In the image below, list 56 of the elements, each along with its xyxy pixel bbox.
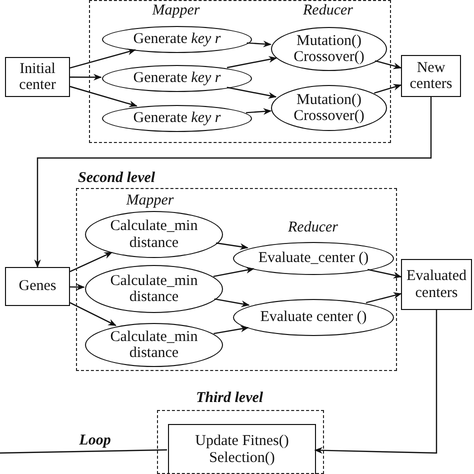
arrow bbox=[70, 284, 85, 290]
process-ellipse bbox=[271, 27, 387, 71]
arrow bbox=[374, 60, 402, 70]
process-ellipse bbox=[102, 105, 252, 132]
process-ellipse bbox=[85, 323, 223, 367]
node-label: Generate key r bbox=[132, 110, 222, 127]
process-ellipse bbox=[102, 65, 252, 92]
process-box bbox=[5, 57, 70, 97]
arrow bbox=[216, 242, 248, 250]
node-label: Calculate_min distance bbox=[109, 218, 199, 251]
edge-label: Loop bbox=[77, 434, 113, 448]
process-ellipse bbox=[233, 242, 394, 275]
node-label: Genes bbox=[18, 278, 58, 295]
arrow bbox=[70, 74, 102, 81]
arrow bbox=[70, 302, 117, 326]
node-label: Evaluate_center () bbox=[257, 250, 370, 267]
arrow bbox=[214, 326, 249, 334]
group-heading: Third level bbox=[196, 391, 264, 406]
process-box bbox=[168, 424, 316, 474]
arrow bbox=[314, 310, 438, 454]
process-box bbox=[401, 55, 461, 97]
node-label: Generate key r bbox=[132, 70, 222, 87]
column-heading: Reducer bbox=[303, 4, 353, 18]
process-ellipse bbox=[85, 211, 223, 258]
node-label: Evaluate center () bbox=[259, 309, 368, 326]
node-label: Update Fitnes() Selection() bbox=[194, 433, 290, 466]
arrow bbox=[70, 86, 138, 108]
dashed-group-box bbox=[89, 0, 391, 143]
process-ellipse bbox=[85, 265, 223, 313]
group-heading: Second level bbox=[78, 171, 156, 186]
arrow bbox=[70, 252, 113, 272]
arrow bbox=[366, 292, 402, 304]
node-label: Mutation() Crossover() bbox=[292, 92, 366, 124]
process-box bbox=[401, 259, 472, 310]
column-heading: Reducer bbox=[288, 220, 338, 236]
node-label: Evaluated centers bbox=[406, 268, 468, 301]
process-ellipse bbox=[233, 299, 394, 336]
arrow bbox=[213, 266, 254, 278]
process-box bbox=[5, 267, 70, 306]
arrow bbox=[246, 108, 272, 115]
arrow bbox=[226, 86, 277, 99]
arrow bbox=[226, 56, 278, 68]
node-label: New centers bbox=[408, 60, 454, 92]
arrow bbox=[374, 84, 402, 94]
arrow bbox=[34, 97, 432, 268]
node-label: Generate key r bbox=[132, 31, 222, 48]
node-label: Calculate_min distance bbox=[109, 328, 199, 362]
arrow bbox=[246, 40, 272, 48]
process-ellipse bbox=[102, 26, 252, 53]
node-label: Calculate_min distance bbox=[109, 272, 199, 306]
node-label: Mutation() Crossover() bbox=[292, 32, 366, 66]
connector-line bbox=[0, 449, 168, 454]
process-ellipse bbox=[271, 85, 387, 131]
arrow bbox=[70, 48, 136, 69]
arrow bbox=[214, 298, 250, 308]
node-label: Initial center bbox=[18, 60, 57, 94]
